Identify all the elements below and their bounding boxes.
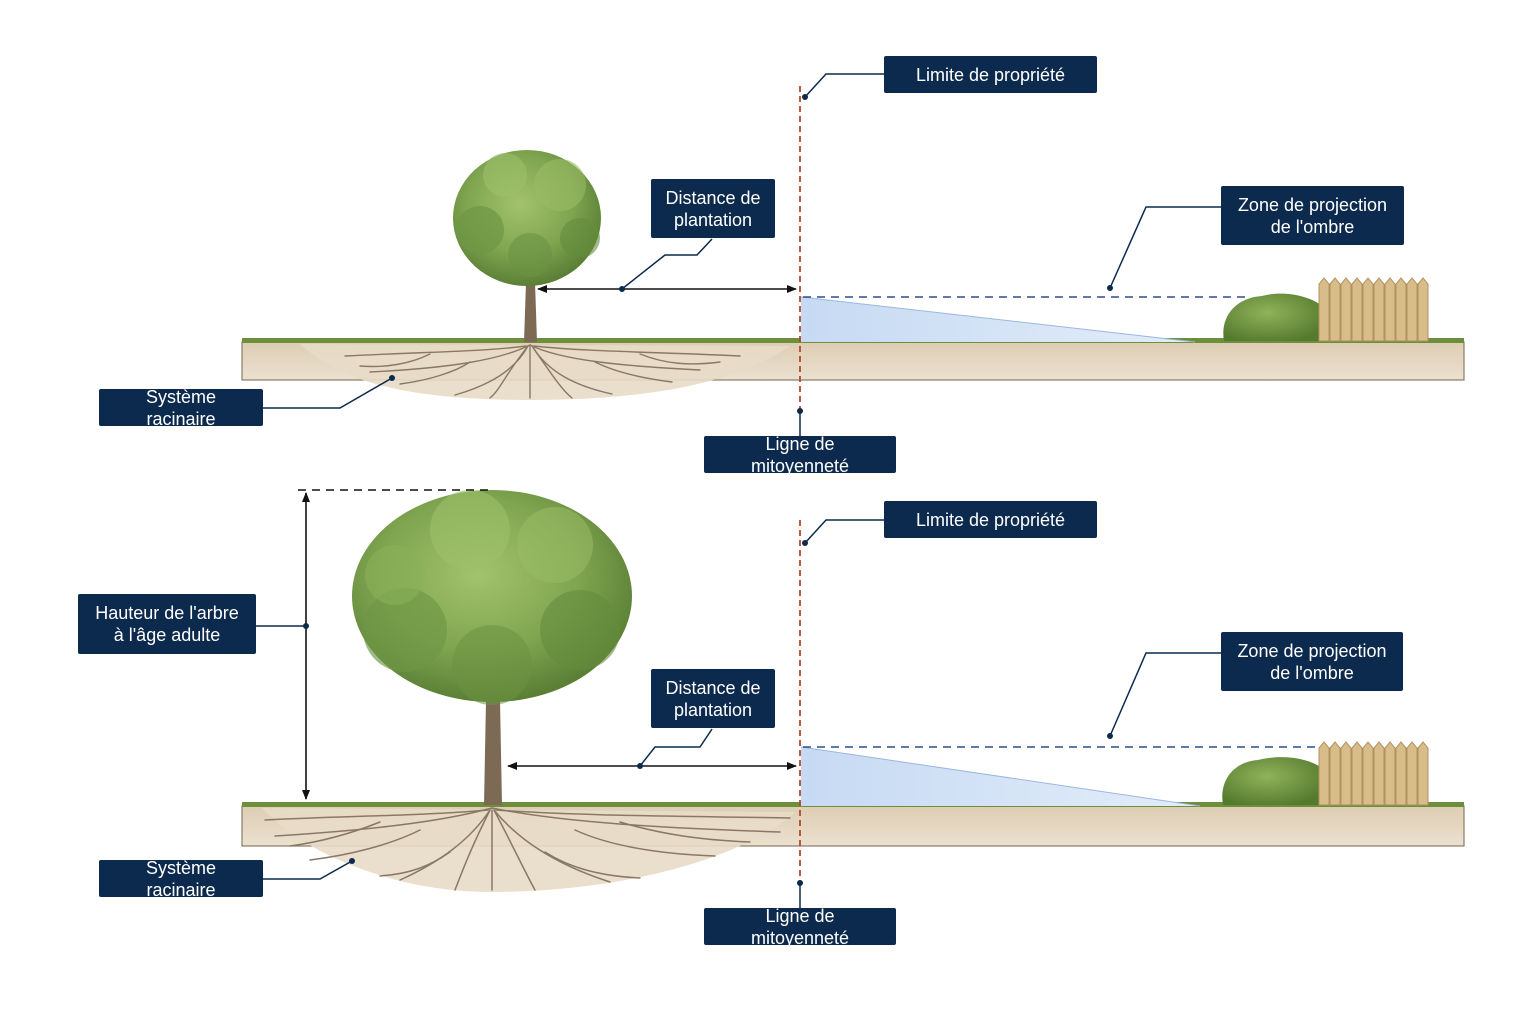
label-tree-height: Hauteur de l'arbre à l'âge adulte [78, 594, 256, 654]
label-planting-distance: Distance de plantation [651, 179, 775, 238]
label-planting-distance: Distance de plantation [651, 669, 775, 728]
root-zone [262, 808, 796, 892]
fence [1318, 741, 1429, 806]
bottom-panel [241, 489, 1465, 908]
label-party-line: Ligne de mitoyenneté [704, 434, 896, 476]
label-shadow-zone: Zone de projection de l'ombre [1221, 186, 1404, 245]
label-root-system: Système racinaire [99, 858, 263, 900]
tree-foliage [453, 150, 601, 286]
root-system [344, 344, 741, 399]
root-system [264, 807, 791, 891]
hedge [1223, 293, 1322, 341]
top-panel [241, 73, 1465, 436]
shadow-edge [800, 296, 1196, 343]
top-leader-lines [262, 73, 1221, 409]
label-shadow-zone: Zone de projection de l'ombre [1221, 632, 1403, 691]
label-property-limit: Limite de propriété [884, 501, 1097, 538]
label-property-limit: Limite de propriété [884, 56, 1097, 93]
label-root-system: Système racinaire [99, 387, 263, 429]
fence [1318, 277, 1429, 342]
hedge [1222, 757, 1322, 805]
tree-foliage [352, 490, 632, 705]
shadow-edge [800, 746, 1201, 807]
label-party-line: Ligne de mitoyenneté [704, 906, 896, 948]
bottom-leader-lines [256, 519, 1221, 880]
